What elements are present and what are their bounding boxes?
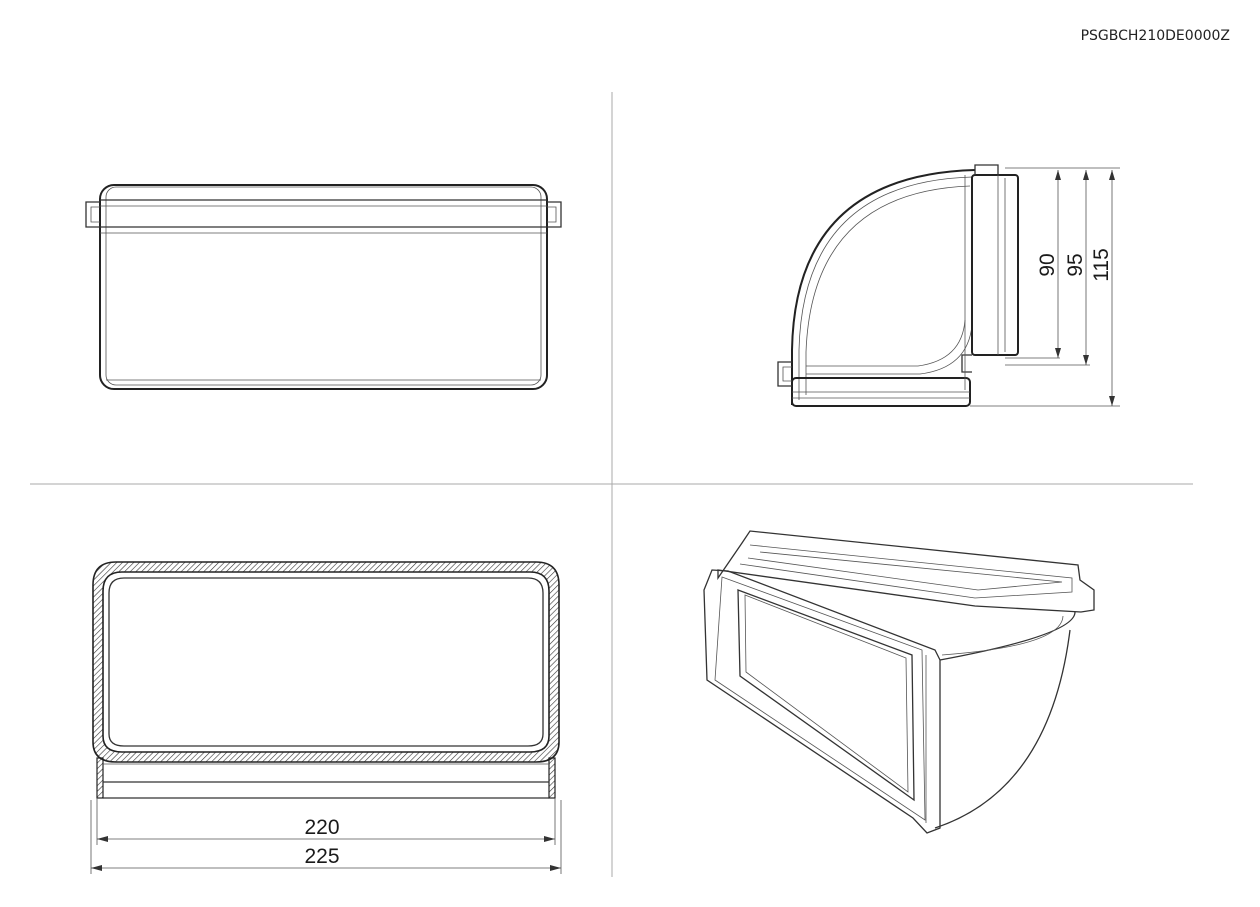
side-view: 90 95 115 [777,164,1120,407]
dimension-label-115: 115 [1090,248,1113,281]
front-view [85,184,562,390]
dimension-label-225: 225 [304,845,339,868]
dimension-label-220: 220 [304,816,339,839]
dimension-label-90: 90 [1036,253,1059,276]
section-view: 220 225 [90,561,562,874]
dimension-label-95: 95 [1064,253,1087,276]
product-code: PSGBCH210DE0000Z [1080,28,1230,44]
isometric-view [703,530,1095,834]
